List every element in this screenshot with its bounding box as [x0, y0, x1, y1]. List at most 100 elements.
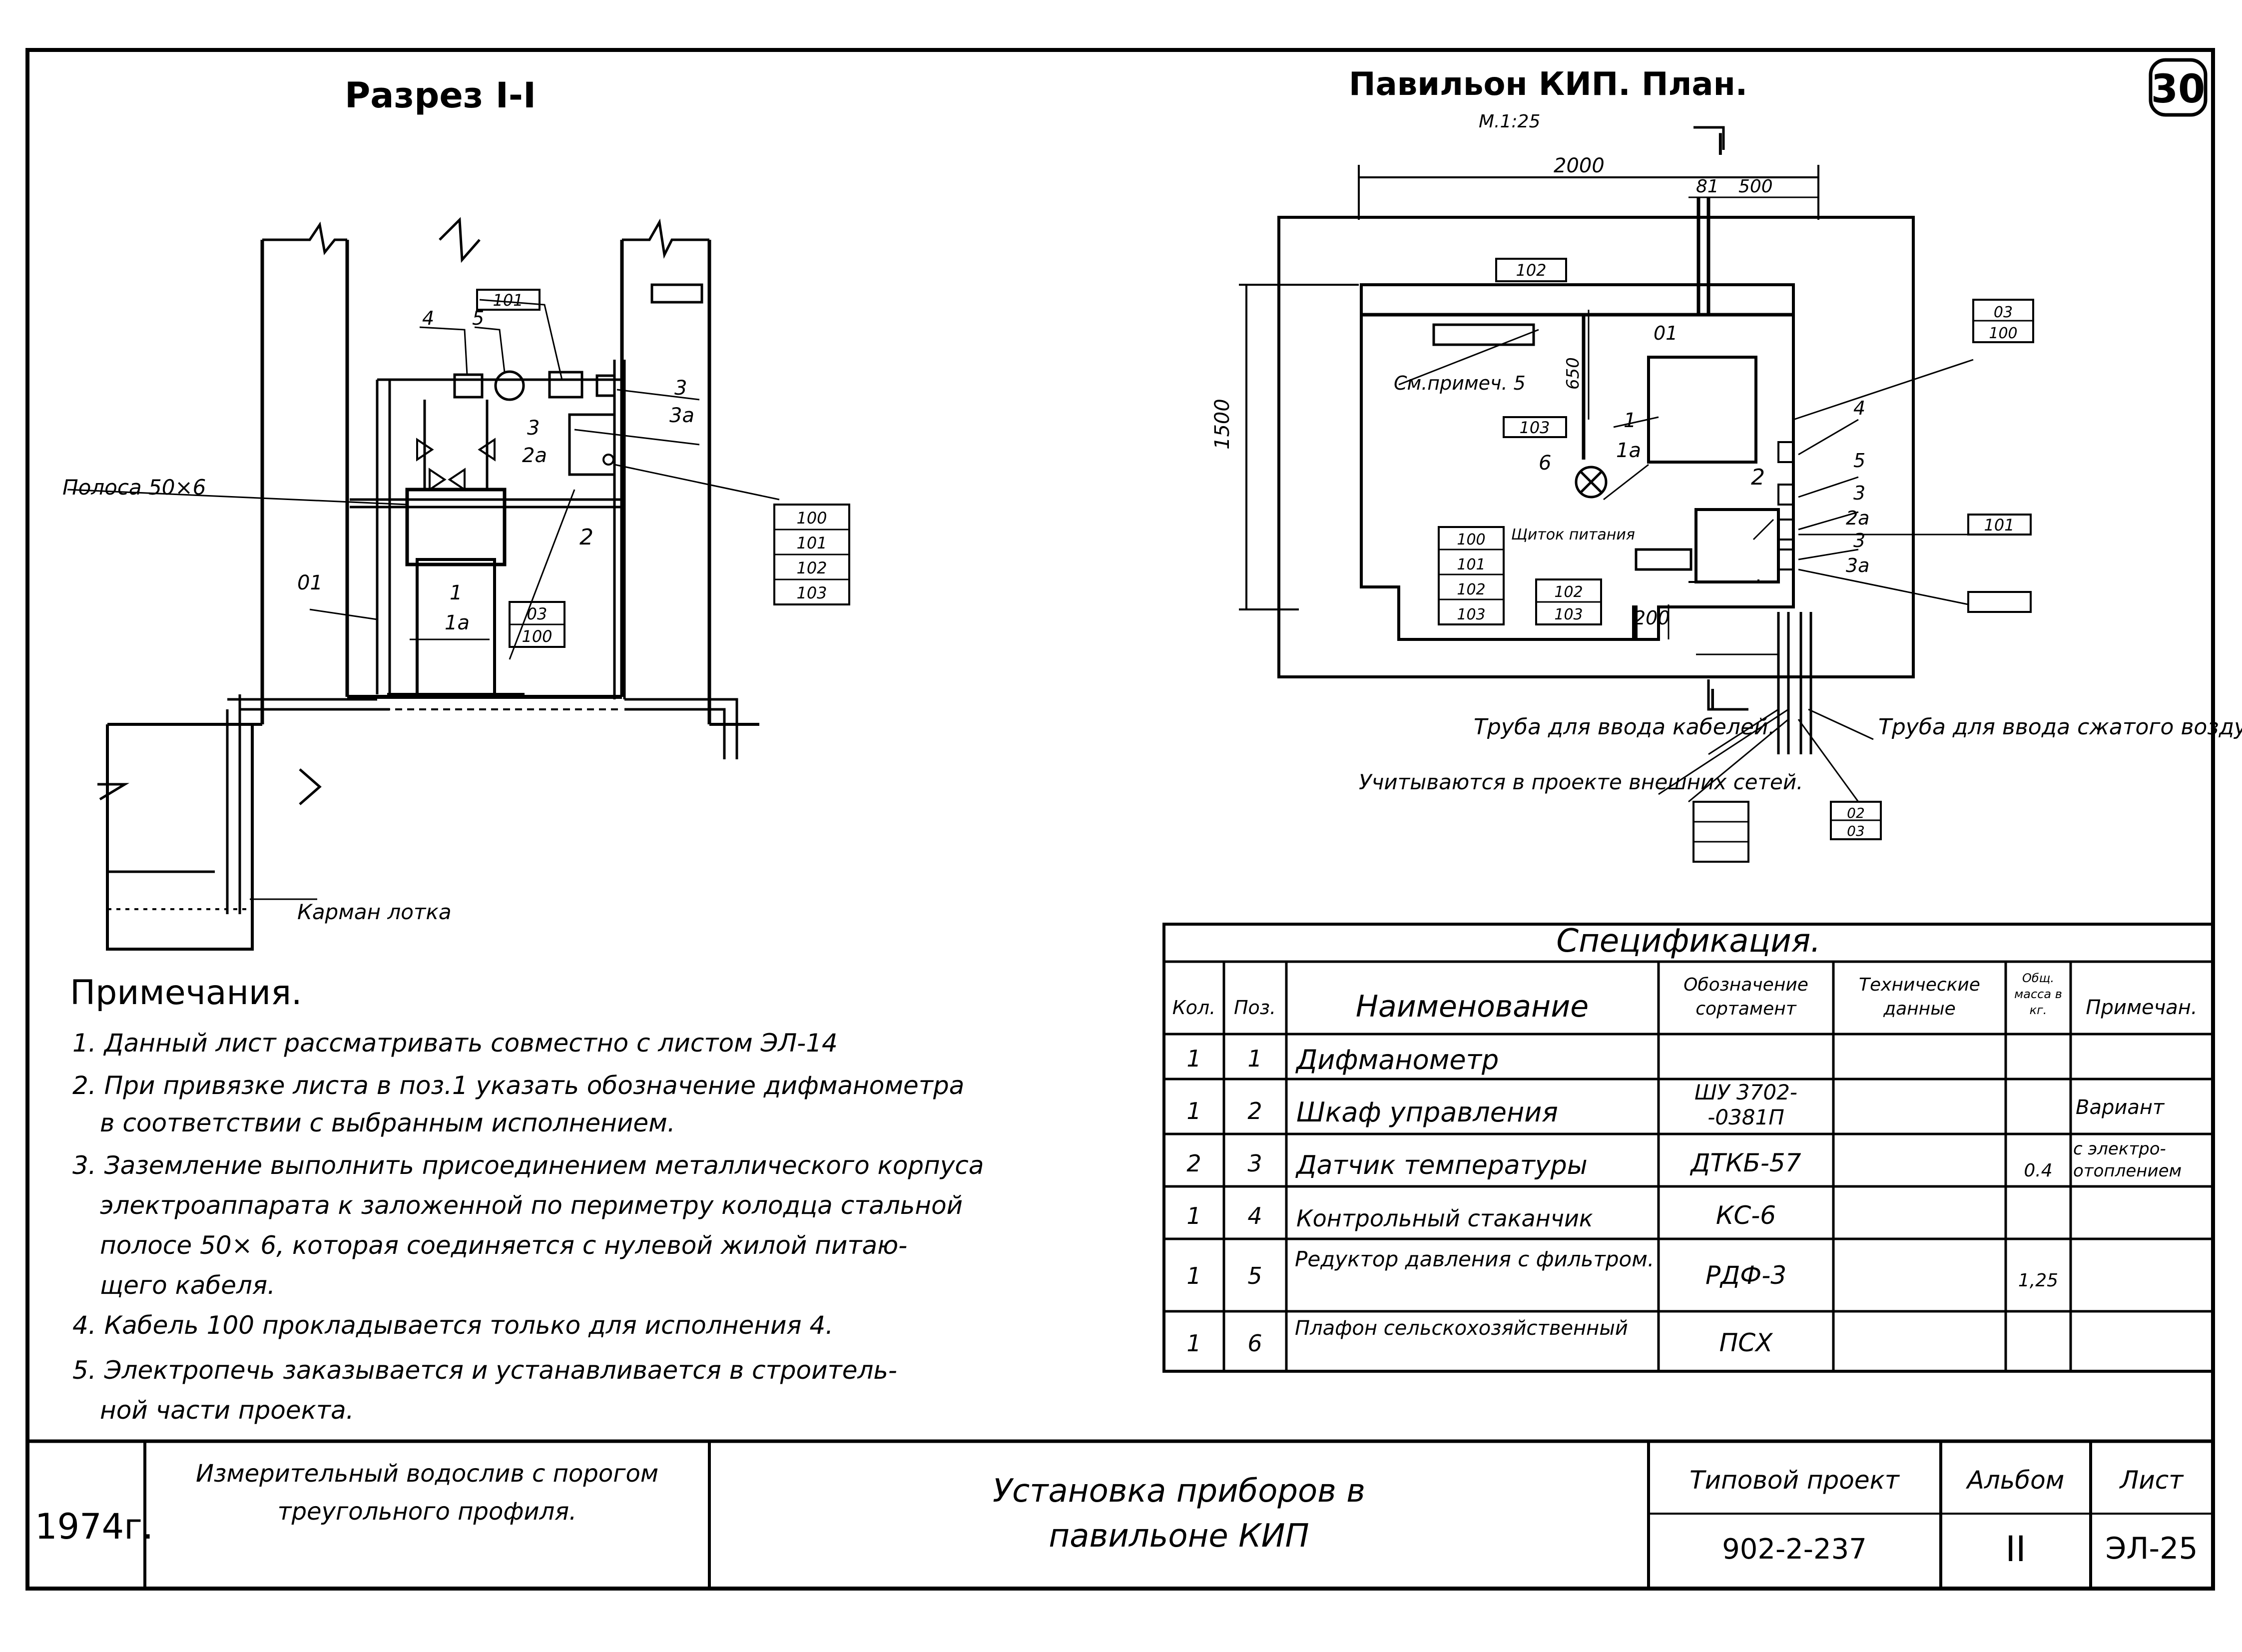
label: 1 [1624, 409, 1636, 432]
tag-text: 102 [796, 558, 827, 577]
label: 5 [472, 307, 484, 329]
spec-cell: 1 [1186, 1045, 1201, 1072]
tag-text: 03 [1994, 304, 2013, 321]
sheet-number: 30 [2149, 58, 2208, 117]
spec-rows [1164, 960, 2213, 1313]
title-block: 1974г. Измерительный водослив с порогом … [27, 1439, 2213, 1589]
spec-header: Кол. [1172, 997, 1216, 1019]
control-cabinet-plan [1694, 508, 1780, 583]
tag-text: 100 [522, 627, 552, 646]
entry-pipes [1777, 612, 1812, 754]
dim-text: 650 [1563, 357, 1583, 390]
sheet-frame [25, 48, 2215, 1591]
plan-empty-tag-stack [1692, 801, 1749, 863]
section-wall-right [620, 240, 711, 724]
plan-tag-03-100: 03 100 [1972, 299, 2034, 343]
spec-cell: Дифманометр [1295, 1044, 1499, 1076]
control-cup-plan [1777, 441, 1794, 463]
note-line: 3. Заземление выполнить присоединением м… [72, 1151, 984, 1180]
label: 1 [450, 581, 462, 604]
spec-cell: 1 [1247, 1045, 1262, 1072]
label: 3а [1846, 554, 1869, 576]
tag-text: 03 [527, 604, 548, 623]
note-line: 5. Электропечь заказывается и устанавлив… [72, 1356, 897, 1385]
tag-text: 103 [796, 583, 827, 602]
spec-cell: ДТКБ-57 [1689, 1148, 1801, 1177]
tag-101-plan [1967, 514, 2032, 536]
temp-sensor-plan [1777, 519, 1794, 541]
pressure-reducer [494, 370, 525, 401]
spec-cell: 1 [1186, 1098, 1201, 1124]
cut-mark-top [1693, 126, 1725, 150]
empty-tag [1967, 591, 2032, 613]
tag-text: 102 [1516, 261, 1546, 280]
album-label: Альбом [1966, 1466, 2065, 1495]
lamp-icon [1575, 466, 1608, 499]
object-name: Измерительный водослив с порогом треугол… [196, 1460, 658, 1526]
label: 2а [522, 444, 547, 467]
dim-text: 1500 [1211, 399, 1234, 450]
plan-title: Павильон КИП. План. [1349, 66, 1747, 103]
album: II [2005, 1529, 2026, 1570]
break-line [299, 768, 322, 805]
note-line: ной части проекта. [100, 1396, 354, 1425]
pedestal [416, 558, 496, 698]
cut-mark-bottom-label: I [1708, 684, 1717, 716]
spec-cell: 0.4 [2024, 1160, 2052, 1181]
plan-leaders [1398, 329, 1974, 803]
tag-text: 103 [1457, 606, 1485, 623]
temp-sensor [548, 371, 583, 399]
section-title: Разрез I-I [345, 75, 536, 116]
tag-text: 03 [1847, 823, 1865, 839]
plan-tag-02-03: 02 03 [1830, 801, 1882, 840]
label: 2 [1751, 465, 1765, 490]
label: 101 [493, 291, 523, 310]
strip-label: Полоса 50×6 [62, 475, 206, 500]
plan-scale: М.1:25 [1479, 111, 1540, 132]
label: 1а [445, 611, 470, 634]
spec-cell: 2 [1247, 1098, 1262, 1124]
spec-cell: ПСХ [1719, 1328, 1774, 1357]
dim-line-2000 [1358, 165, 1819, 220]
tag-text: 101 [1984, 516, 2014, 535]
leader-lines [67, 299, 780, 900]
spec-cell: 1 [1186, 1330, 1201, 1357]
valve-icon [429, 468, 466, 492]
power-panel [1635, 548, 1692, 571]
tag-102 [1495, 258, 1567, 282]
spec-cell: 2 [1186, 1150, 1201, 1177]
pavilion-outer-wall [1277, 216, 1915, 678]
spec-cell: ШУ 3702- -0381П [1694, 1080, 1797, 1129]
socket-icon [602, 454, 614, 466]
section-view: Разрез I-I [62, 75, 850, 951]
note-line: 4. Кабель 100 прокладывается только для … [72, 1311, 833, 1340]
label: 3 [1853, 530, 1865, 551]
spec-cell: Плафон сельскохозяйственный [1295, 1317, 1628, 1340]
note-line: щего кабеля. [100, 1271, 275, 1300]
grounding-strip [350, 498, 622, 509]
spec-cell: 5 [1247, 1262, 1262, 1289]
break-line [97, 783, 130, 801]
sheet-label: Лист [2119, 1466, 2185, 1495]
note-line: в соответствии с выбранным исполнением. [100, 1108, 675, 1137]
see-note-label: См.примеч. 5 [1394, 372, 1526, 394]
spec-header: Примечан. [2086, 996, 2197, 1019]
tag-text: 103 [1554, 606, 1583, 623]
break-line [262, 221, 347, 255]
spec-cell: 1,25 [2018, 1270, 2058, 1291]
break-line [622, 218, 709, 259]
tag-text: 101 [1457, 556, 1485, 573]
label: 1а [1616, 439, 1641, 462]
note-line: электроаппарата к заложенной по периметр… [100, 1191, 963, 1220]
tag-stack-03-100: 03 100 [509, 601, 565, 648]
label: 5 [1853, 450, 1865, 472]
pocket-label: Карман лотка [297, 900, 452, 924]
plan-view: Павильон КИП. План. М.1:25 I 2000 81 500… [1211, 66, 2242, 863]
notes: Примечания. 1. Данный лист рассматривать… [70, 973, 984, 1425]
tag-text: 101 [796, 534, 827, 552]
tag-text: 02 [1847, 805, 1865, 821]
dim-text: 2000 [1554, 154, 1605, 177]
tag-text: 102 [1554, 583, 1583, 601]
spec-header: Поз. [1234, 997, 1276, 1019]
empty-tag [650, 283, 703, 304]
